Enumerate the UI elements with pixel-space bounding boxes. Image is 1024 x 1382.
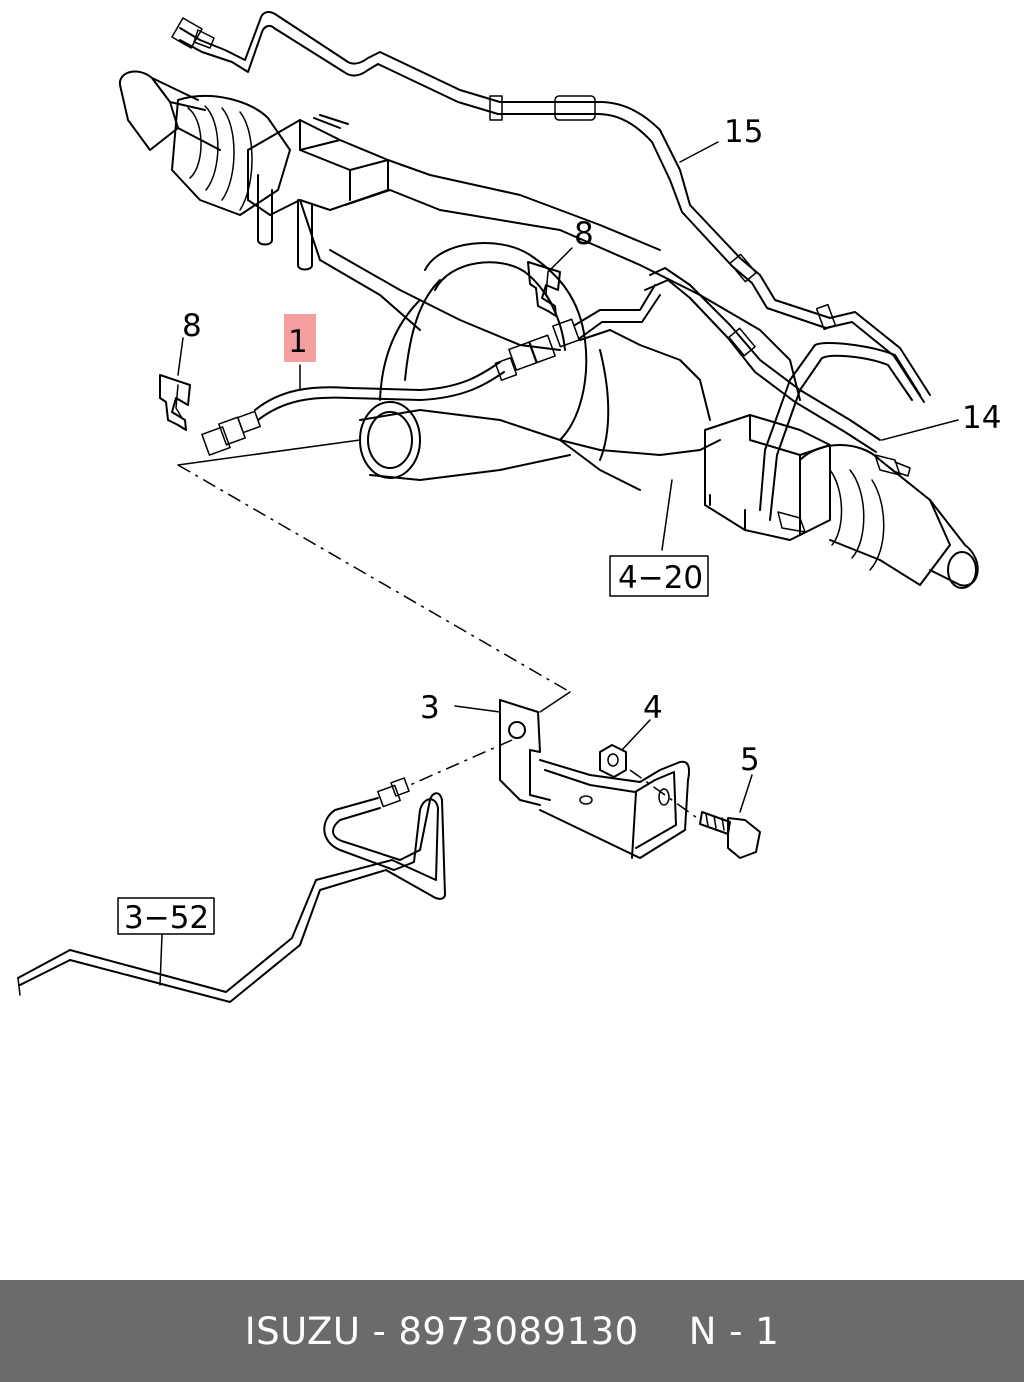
brake-hose-item-1 (201, 284, 661, 456)
leader-lines (159, 141, 959, 986)
callout-3: 3 (420, 690, 440, 726)
ref-box-4-20 (609, 555, 709, 597)
callout-4: 4 (643, 690, 663, 726)
dash-bolt-link (629, 769, 701, 821)
diagram-position: N - 1 (688, 1309, 780, 1353)
nut-item-4 (599, 744, 627, 778)
clip-item-8-left (159, 374, 191, 431)
bolt-item-5 (699, 811, 761, 859)
callout-14: 14 (962, 400, 1001, 436)
callout-15: 15 (724, 114, 763, 150)
footer-caption: ISUZU - 8973089130 N - 1 (245, 1310, 780, 1353)
callout-1: 1 (288, 324, 308, 360)
part-number: 8973089130 (398, 1309, 639, 1353)
ref-box-3-52 (117, 897, 215, 935)
bracket-item-3 (499, 699, 690, 859)
parts-diagram: 1 8 8 15 14 3 4 5 4−20 3−52 (17, 11, 1001, 1003)
footer-bar: ISUZU - 8973089130 N - 1 (0, 1280, 1024, 1382)
clip-item-8-right (527, 261, 561, 317)
highlight-item-1 (284, 314, 316, 362)
callout-5: 5 (740, 742, 760, 778)
ref-3-52: 3−52 (124, 900, 209, 936)
axle-housing (118, 70, 979, 589)
callout-8-right: 8 (574, 216, 594, 252)
brand-name: ISUZU (244, 1309, 361, 1353)
ref-4-20: 4−20 (618, 560, 703, 596)
callout-8-left: 8 (182, 308, 202, 344)
pipe-ref-3-52 (17, 777, 446, 1003)
dash-hole-link (409, 739, 513, 786)
separator: - (372, 1309, 387, 1353)
brake-pipe-15 (171, 11, 931, 533)
